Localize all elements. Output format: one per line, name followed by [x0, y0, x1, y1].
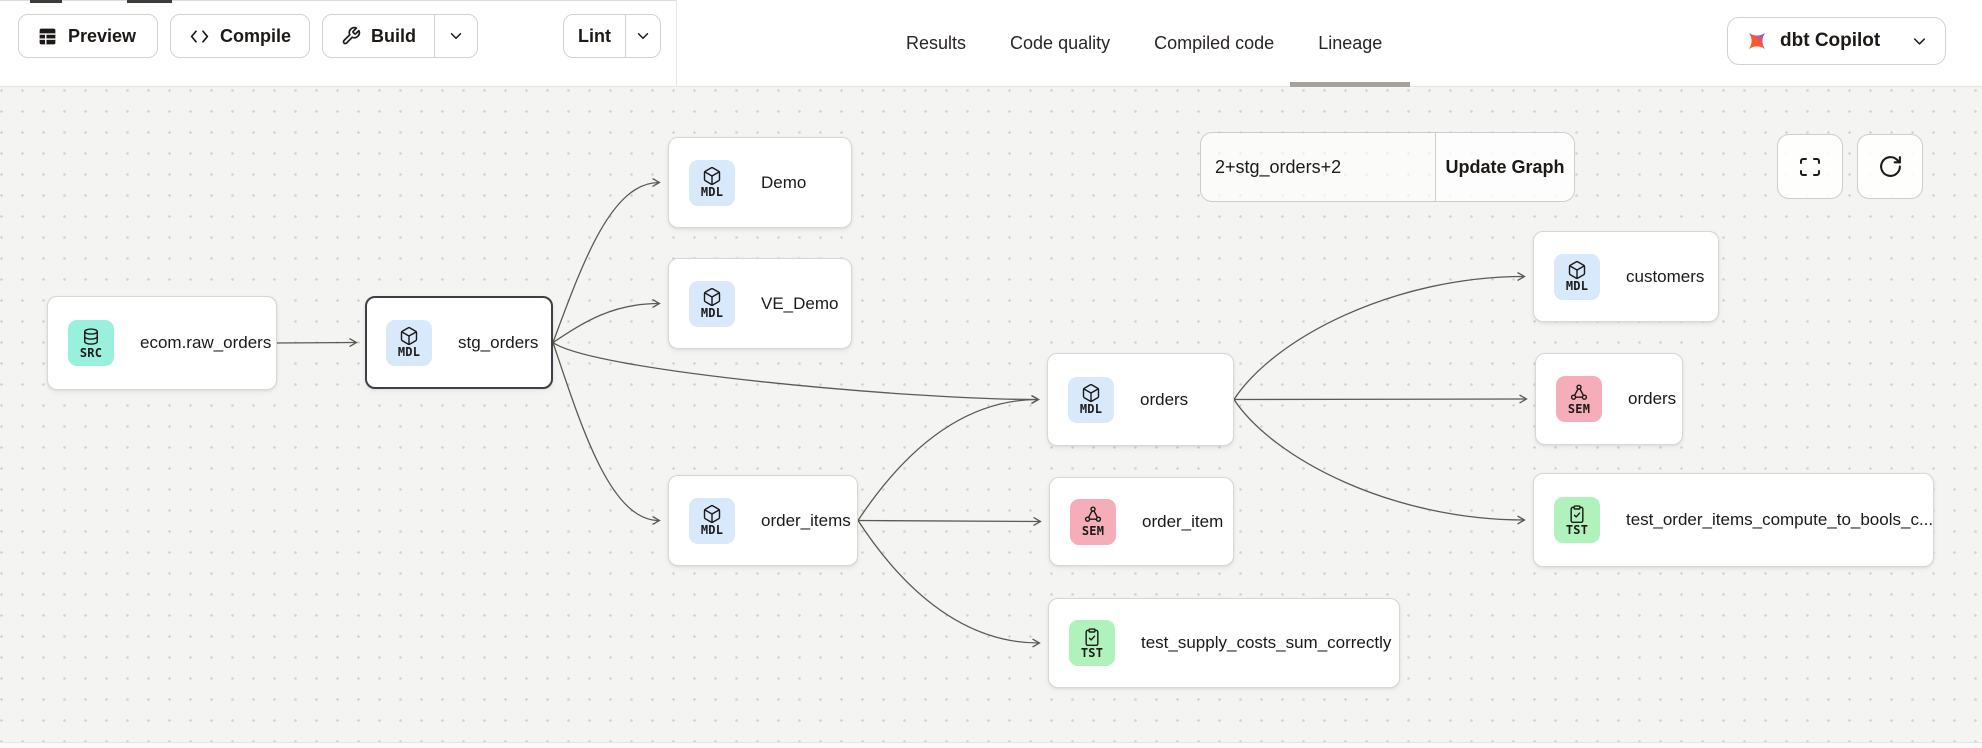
edge-orders_model-to-orders_sem: [1233, 399, 1526, 400]
node-label: orders: [1140, 389, 1189, 409]
toolbar: Preview Compile Build: [0, 0, 1982, 87]
refresh-button[interactable]: [1857, 134, 1923, 199]
edge-ecom_raw_orders-to-stg_orders: [276, 343, 356, 344]
build-button-label: Build: [371, 25, 416, 46]
build-button[interactable]: Build: [323, 15, 434, 57]
preview-button-label: Preview: [68, 25, 137, 46]
semantic-graph-icon: SEM: [1070, 498, 1116, 545]
preview-button[interactable]: Preview: [18, 14, 158, 58]
compile-button[interactable]: Compile: [170, 14, 310, 58]
node-label: Demo: [761, 172, 807, 192]
refresh-icon: [1878, 154, 1903, 179]
semantic-graph-icon: SEM: [1556, 376, 1602, 422]
lineage-node-test_order_items[interactable]: TST test_order_items_compute_to_bools_c..…: [1533, 473, 1934, 567]
top-tab-artifact: [30, 0, 62, 3]
edge-order_items-to-order_item_sem: [857, 521, 1040, 522]
edge-orders_model-to-customers: [1233, 277, 1524, 400]
edge-order_items-to-test_supply: [857, 520, 1039, 644]
lineage-edges: [276, 87, 1982, 748]
lineage-node-order_item_sem[interactable]: SEM order_item: [1049, 477, 1234, 566]
lineage-node-stg_orders[interactable]: MDL stg_orders: [365, 296, 553, 389]
compile-button-label: Compile: [220, 25, 292, 46]
update-graph-button[interactable]: Update Graph: [1435, 133, 1574, 201]
dbt-copilot-icon: [1744, 28, 1770, 54]
lineage-node-ecom_raw_orders[interactable]: SRC ecom.raw_orders: [47, 296, 277, 390]
test-clipboard-icon: TST: [1554, 497, 1600, 543]
build-dropdown-button[interactable]: [434, 15, 477, 57]
lint-button-label: Lint: [578, 25, 611, 46]
build-button-group: Build: [322, 14, 478, 58]
tab-results[interactable]: Results: [906, 33, 967, 53]
fullscreen-icon: [1798, 155, 1822, 179]
lint-button-group: Lint: [563, 14, 661, 58]
code-icon: [189, 26, 210, 47]
database-icon: SRC: [68, 320, 114, 366]
top-tab-artifact: [127, 0, 172, 3]
lint-dropdown-button[interactable]: [625, 15, 660, 57]
edge-stg_orders-to-ve_demo: [552, 304, 659, 344]
edge-stg_orders-to-orders_model: [552, 341, 1038, 400]
chevron-down-icon: [447, 27, 465, 45]
table-icon: [37, 26, 58, 47]
edge-stg_orders-to-order_items: [552, 342, 659, 521]
node-label: stg_orders: [458, 332, 539, 352]
node-label: VE_Demo: [761, 293, 839, 313]
lineage-node-customers[interactable]: MDL customers: [1533, 231, 1719, 322]
node-label: test_supply_costs_sum_correctly: [1141, 633, 1392, 652]
bottom-strip: [0, 742, 1982, 748]
node-label: order_item: [1142, 511, 1224, 531]
lint-button[interactable]: Lint: [564, 15, 625, 57]
cube-icon: MDL: [1068, 376, 1114, 423]
edge-stg_orders-to-demo: [552, 183, 659, 343]
node-label: test_order_items_compute_to_bools_c...: [1626, 510, 1934, 529]
node-label: ecom.raw_orders: [140, 333, 272, 352]
lineage-node-orders_sem[interactable]: SEM orders: [1535, 353, 1683, 445]
dbt-copilot-button[interactable]: dbt Copilot: [1727, 17, 1946, 65]
fullscreen-button[interactable]: [1777, 134, 1843, 199]
node-label: order_items: [761, 510, 851, 530]
lineage-node-ve_demo[interactable]: MDL VE_Demo: [668, 258, 852, 349]
cube-icon: MDL: [1554, 253, 1600, 300]
cube-icon: MDL: [689, 159, 735, 206]
graph-selector-input[interactable]: [1201, 133, 1435, 201]
results-tab-bar: Results Code quality Compiled code Linea…: [906, 0, 1411, 87]
toolbar-divider: [676, 0, 677, 86]
cube-icon: MDL: [386, 319, 432, 366]
chevron-down-icon: [1910, 32, 1929, 51]
chevron-down-icon: [634, 27, 652, 45]
node-label: orders: [1628, 389, 1677, 408]
tab-code-quality[interactable]: Code quality: [1010, 33, 1111, 53]
lineage-node-order_items[interactable]: MDL order_items: [668, 475, 858, 566]
top-hairline: [0, 0, 676, 1]
node-label: customers: [1626, 266, 1705, 286]
lineage-node-test_supply[interactable]: TST test_supply_costs_sum_correctly: [1048, 598, 1400, 688]
tab-lineage[interactable]: Lineage: [1290, 0, 1411, 87]
graph-selector: Update Graph: [1200, 132, 1575, 202]
lineage-node-demo[interactable]: MDL Demo: [668, 137, 852, 228]
cube-icon: MDL: [689, 280, 735, 327]
edge-orders_model-to-test_order_items: [1233, 399, 1524, 521]
wrench-icon: [341, 26, 361, 46]
edge-order_items-to-orders_model: [857, 400, 1038, 521]
cube-icon: MDL: [689, 497, 735, 544]
test-clipboard-icon: TST: [1069, 620, 1115, 666]
tab-compiled-code[interactable]: Compiled code: [1154, 33, 1275, 53]
lineage-node-orders_model[interactable]: MDL orders: [1047, 353, 1234, 446]
dbt-copilot-label: dbt Copilot: [1780, 30, 1881, 51]
